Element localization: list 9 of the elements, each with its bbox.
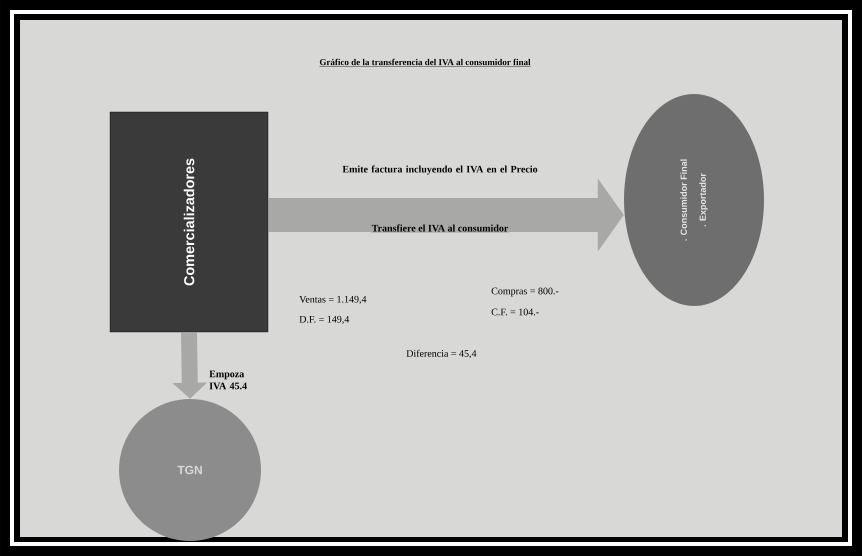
note-text: Compras = 800.- — [492, 288, 558, 296]
title: Gráfico de la transferencia del IVA al consumidor final — [319, 58, 531, 67]
note-text: Emite factura incluyendo el IVA en el Precio — [342, 165, 538, 175]
process-box: Comercializadores — [110, 112, 268, 332]
edge-label: Empoza IVA 45.4 — [209, 370, 247, 390]
note-text: Ventas = 1.149,4 — [299, 296, 366, 304]
note-text: Diferencia = 45,4 — [406, 350, 476, 358]
note-text: C.F. = 104.- — [492, 308, 539, 316]
note-text: D.F. = 149,4 — [300, 316, 350, 324]
